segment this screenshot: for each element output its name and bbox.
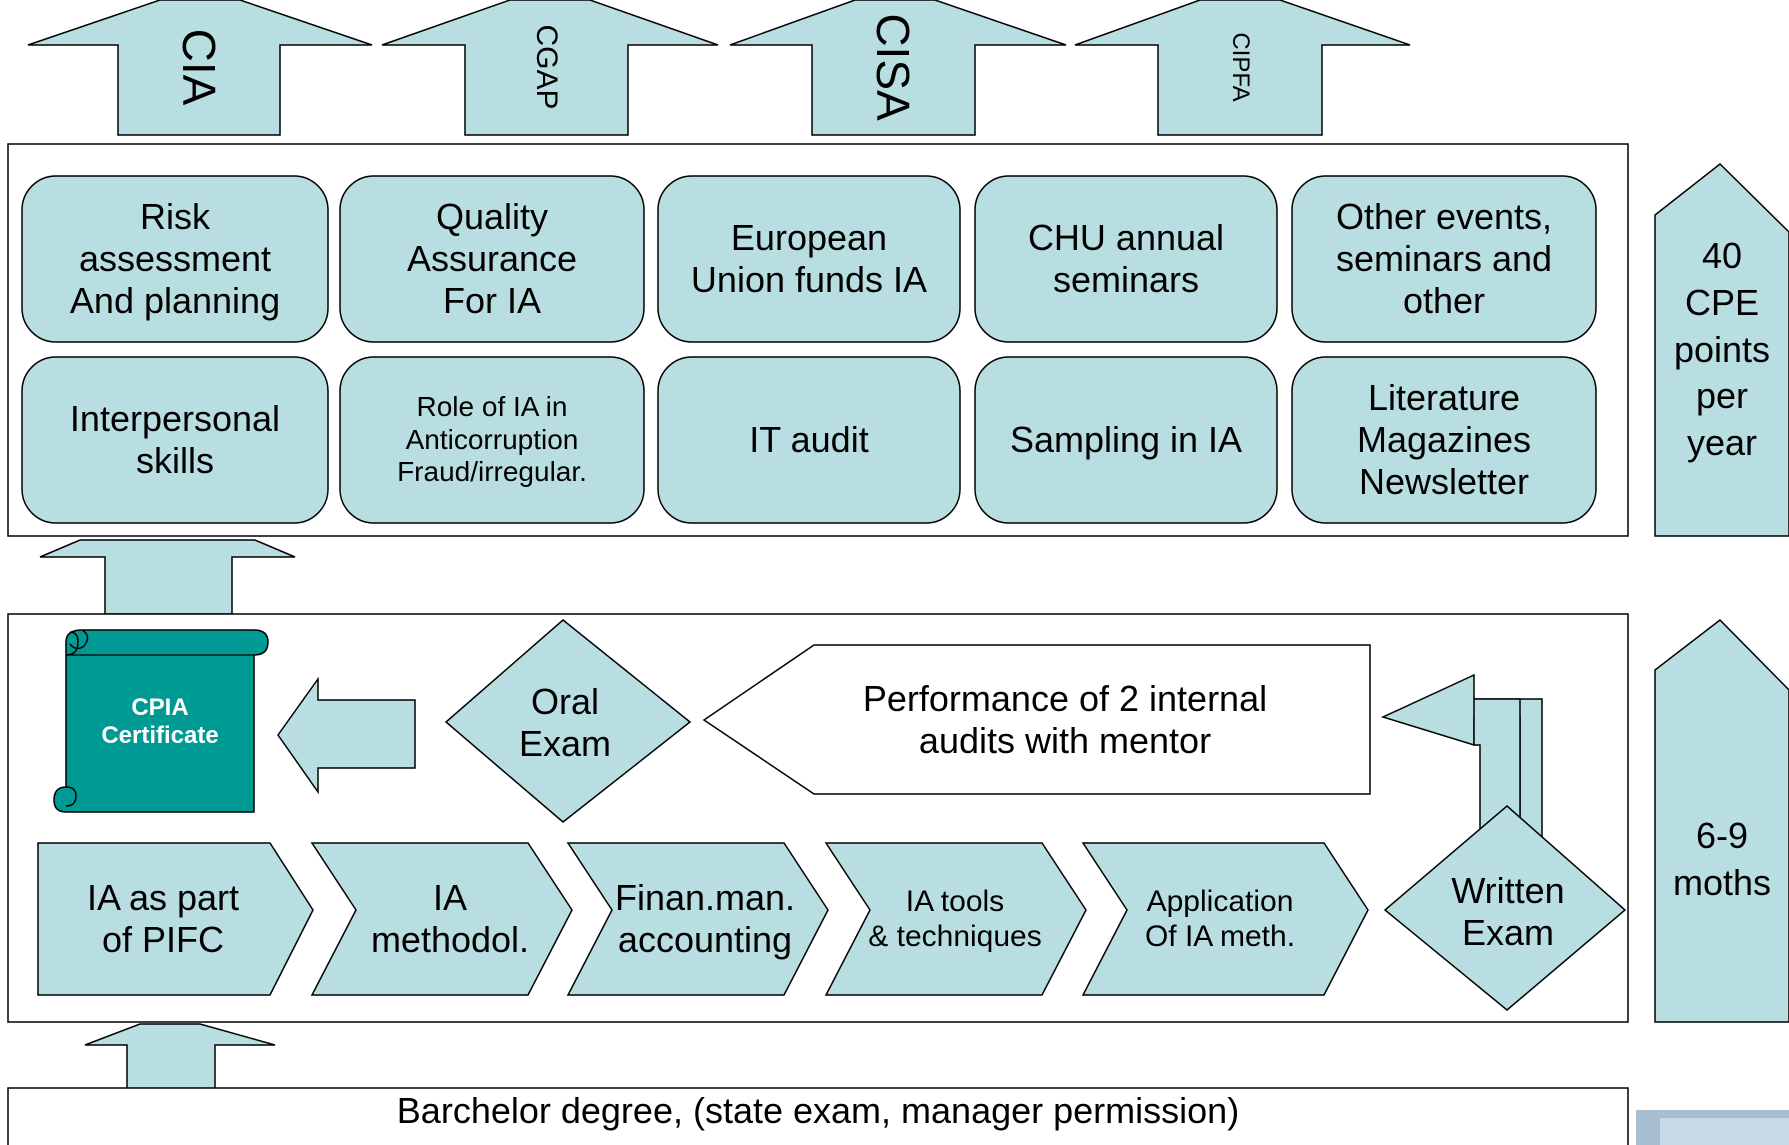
chevron-finan-man: [566, 842, 829, 996]
tile-quality-assurance: [339, 175, 645, 343]
oral-exam-label: Oral Exam: [518, 680, 612, 764]
tile-label-interpersonal: Interpersonal skills: [69, 397, 281, 481]
cpia-certificate-scroll: [53, 629, 269, 813]
chevron-label-application: Application Of IA meth.: [1144, 884, 1296, 953]
tile-label-other: Other events, seminars and other: [1335, 195, 1553, 322]
cpia-certificate-label: CPIA Certificate: [101, 693, 219, 749]
tile-label-risk: Risk assessment And planning: [69, 195, 281, 322]
chevron-application: [1081, 842, 1369, 996]
written-exam-label: Written Exam: [1451, 869, 1565, 953]
chevron-ia-tools: [824, 842, 1087, 996]
tile-label-eu: European Union funds IA: [690, 216, 928, 300]
chevron-ia-methodol: [310, 842, 573, 996]
chevron-ia-pifc: [37, 842, 314, 996]
tile-it-audit: [657, 356, 961, 524]
base-box: [7, 1087, 1629, 1145]
tile-eu-funds: [657, 175, 961, 343]
tile-risk-assessment: [21, 175, 329, 343]
tile-label-sampling: Sampling in IA: [1009, 418, 1243, 460]
cert-arrow-cia: [27, 0, 373, 136]
side-label-duration: 6-9 moths: [1672, 815, 1772, 903]
side-label-cpe-points: 40 CPE points per year: [1673, 235, 1771, 464]
base-label: Barchelor degree, (state exam, manager p…: [396, 1090, 1240, 1131]
arrow-cpia-to-cpe: [39, 539, 296, 615]
tile-label-literature: Literature Magazines Newsletter: [1356, 376, 1532, 503]
chevron-label-ia-tools: IA tools & techniques: [868, 884, 1042, 953]
tile-literature: [1291, 356, 1597, 524]
tile-other-events: [1291, 175, 1597, 343]
tile-anticorruption: [339, 356, 645, 524]
chevron-label-ia-methodol: IA methodol.: [370, 876, 530, 960]
tile-sampling: [974, 356, 1278, 524]
cert-label-cgap: CGAP: [530, 24, 563, 110]
tile-label-quality: Quality Assurance For IA: [406, 195, 578, 322]
cert-label-cipfa: CIPFA: [1227, 32, 1254, 102]
cert-label-cia: CIA: [173, 28, 225, 106]
chevron-label-ia-pifc: IA as part of PIFC: [86, 876, 240, 960]
tile-label-chu: CHU annual seminars: [1027, 216, 1225, 300]
tile-label-it-audit: IT audit: [749, 418, 869, 460]
side-arrow-cpe: [1654, 163, 1789, 537]
side-arrow-duration: [1654, 619, 1789, 1023]
cert-arrow-cisa: [729, 0, 1067, 136]
tile-label-anticorruption: Role of IA in Anticorruption Fraud/irreg…: [397, 390, 587, 488]
tile-chu-seminars: [974, 175, 1278, 343]
corner-photo-highlight: [1660, 1118, 1789, 1145]
arrow-to-certificate: [277, 676, 416, 795]
cert-label-cisa: CISA: [867, 13, 919, 121]
written-exam-diamond: [1383, 805, 1627, 1011]
cert-arrow-cgap: [381, 0, 719, 136]
chevron-label-finan-man: Finan.man. accounting: [614, 876, 796, 960]
performance-label: Performance of 2 internal audits with me…: [862, 677, 1268, 761]
oral-exam-diamond: [444, 619, 692, 823]
cert-arrow-cipfa: [1074, 0, 1411, 136]
performance-box: [702, 644, 1371, 795]
tile-interpersonal-skills: [21, 356, 329, 524]
